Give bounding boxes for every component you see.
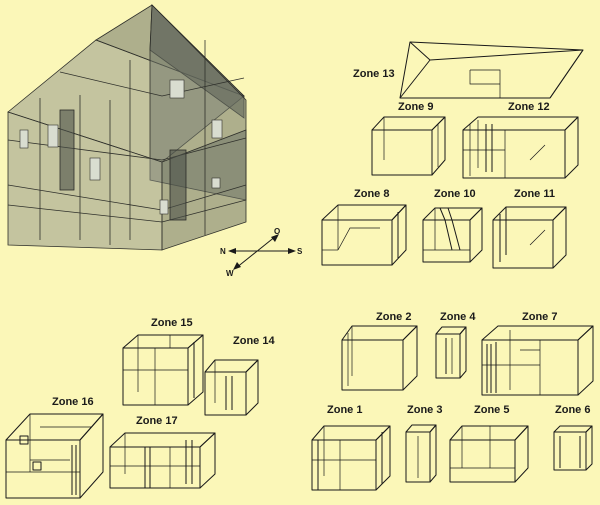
zone-5-model	[449, 425, 529, 483]
zone-11-label: Zone 11	[514, 188, 555, 200]
zone-7-label: Zone 7	[522, 311, 557, 323]
zone-14-label: Zone 14	[233, 335, 275, 347]
zone-11-model	[492, 206, 567, 269]
compass-rose: N O S W	[220, 227, 303, 278]
compass-west-label: W	[226, 269, 234, 278]
zone-7-model	[481, 325, 594, 396]
zone-6-model	[553, 425, 593, 471]
zone-12-model	[462, 116, 579, 179]
compass-north-label: N	[220, 247, 226, 256]
zone-17-label: Zone 17	[136, 415, 178, 427]
zone-16-model	[5, 413, 104, 499]
zone-16-label: Zone 16	[52, 396, 94, 408]
house-3d-model	[7, 4, 247, 251]
zone-2-model	[341, 325, 418, 391]
zone-8-label: Zone 8	[354, 188, 389, 200]
zone-3-model	[405, 424, 437, 483]
zone-10-model	[422, 207, 483, 263]
zone-5-label: Zone 5	[474, 404, 509, 416]
zone-4-label: Zone 4	[440, 311, 476, 323]
zone-15-model	[122, 334, 204, 406]
zone-10-label: Zone 10	[434, 188, 476, 200]
zone-9-label: Zone 9	[398, 101, 433, 113]
zone-2-label: Zone 2	[376, 311, 411, 323]
zone-13-model	[399, 41, 584, 99]
zone-17-model	[109, 432, 216, 489]
zone-8-model	[321, 204, 407, 266]
zone-13-label: Zone 13	[353, 68, 395, 80]
compass-east-label: O	[274, 227, 280, 236]
zone-9-model	[371, 116, 446, 176]
zone-3-label: Zone 3	[407, 404, 442, 416]
zone-4-model	[435, 326, 467, 379]
zone-12-label: Zone 12	[508, 101, 550, 113]
zone-6-label: Zone 6	[555, 404, 590, 416]
zone-15-label: Zone 15	[151, 317, 193, 329]
compass-south-label: S	[297, 247, 303, 256]
zone-1-label: Zone 1	[327, 404, 362, 416]
zone-14-model	[204, 359, 259, 416]
zone-1-model	[311, 425, 391, 491]
